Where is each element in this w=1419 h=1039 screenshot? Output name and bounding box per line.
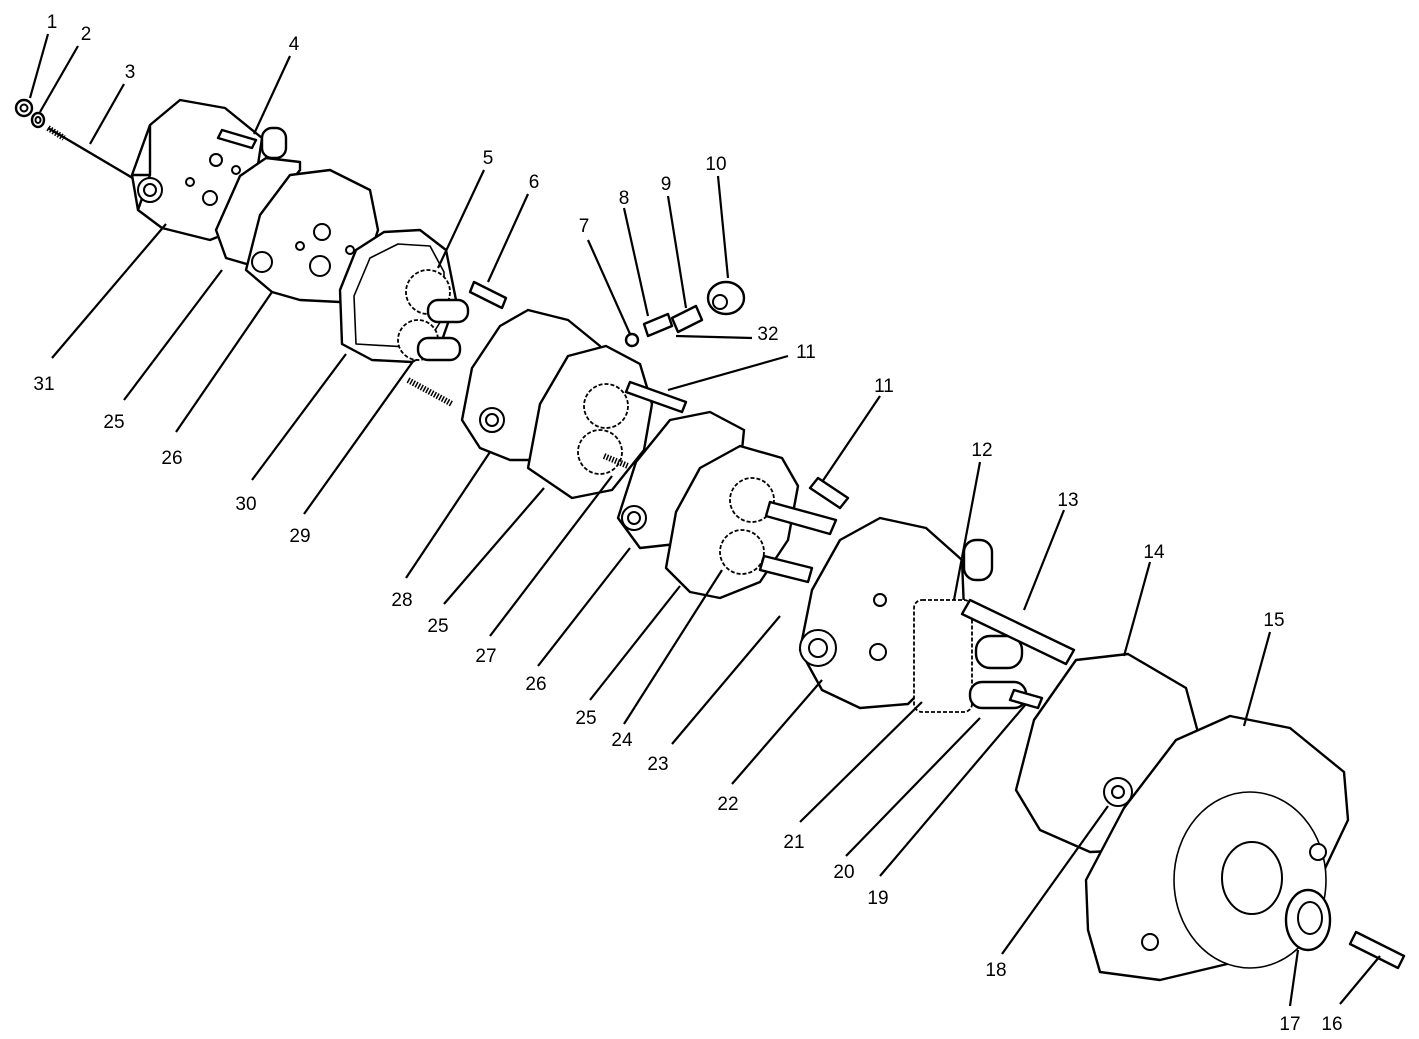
callout-22: 22	[717, 794, 738, 815]
part-key	[1348, 930, 1406, 970]
callout-13: 13	[1057, 490, 1078, 511]
leader-15	[1242, 631, 1272, 727]
callout-26-rear: 26	[525, 674, 546, 695]
callout-16: 16	[1321, 1014, 1342, 1035]
leader-3	[89, 83, 125, 145]
callout-4: 4	[289, 34, 300, 55]
callout-28: 28	[391, 590, 412, 611]
leader-25b	[443, 487, 545, 605]
callout-9: 9	[661, 174, 672, 195]
leader-11b	[821, 395, 881, 483]
part-front-cover-assembly	[130, 98, 380, 304]
part-relief-valve	[624, 280, 746, 348]
leader-24	[623, 569, 723, 725]
leader-30	[251, 353, 347, 481]
leader-26b	[537, 547, 631, 667]
part-middle-section	[460, 308, 688, 500]
callout-25-rear: 25	[575, 708, 596, 729]
part-washer	[30, 111, 46, 129]
callout-30: 30	[235, 494, 256, 515]
leader-5	[437, 169, 485, 269]
leader-18	[1001, 805, 1109, 955]
part-long-bolt	[46, 125, 137, 182]
callout-12: 12	[971, 440, 992, 461]
callout-2: 2	[81, 24, 92, 45]
leader-1	[28, 33, 50, 99]
leader-12	[952, 461, 982, 601]
part-dowel-pin	[468, 280, 508, 310]
callout-31: 31	[33, 374, 54, 395]
leader-27	[489, 475, 613, 637]
part-seal	[1284, 888, 1332, 952]
leader-26a	[175, 291, 273, 433]
callout-20: 20	[833, 862, 854, 883]
callout-23: 23	[647, 754, 668, 775]
leader-8	[622, 207, 650, 317]
leader-13	[1022, 509, 1066, 611]
part-rear-gear-housing	[798, 516, 1076, 713]
leader-2	[39, 45, 79, 113]
leader-7	[586, 239, 632, 335]
callout-26-front: 26	[161, 448, 182, 469]
callout-19: 19	[867, 888, 888, 909]
leader-lines	[28, 33, 1381, 1007]
leader-20	[845, 717, 981, 857]
leader-4	[253, 55, 291, 135]
callout-5: 5	[483, 148, 494, 169]
part-gear-housing-front	[338, 228, 470, 407]
callout-27: 27	[475, 646, 496, 667]
callout-32: 32	[757, 324, 778, 345]
leader-11a	[667, 354, 789, 392]
leader-10	[716, 175, 730, 279]
leader-14	[1122, 561, 1152, 657]
callout-25-front: 25	[103, 412, 124, 433]
callout-3: 3	[125, 62, 136, 83]
leader-19	[879, 703, 1027, 877]
callout-6: 6	[529, 172, 540, 193]
callout-21: 21	[783, 832, 804, 853]
leader-9	[666, 195, 688, 309]
callout-7: 7	[579, 216, 590, 237]
callout-10: 10	[705, 154, 726, 175]
callout-labels: 1 2 3 4 5 6 7 8 9 10 11 11 12 13 14 15 1…	[33, 12, 1342, 1035]
leader-23	[671, 615, 781, 745]
callout-25-middle: 25	[427, 616, 448, 637]
leader-21	[799, 701, 923, 823]
callout-24: 24	[611, 730, 633, 751]
part-nut	[14, 98, 34, 118]
callout-1: 1	[47, 12, 58, 33]
callout-11-lower: 11	[874, 376, 894, 397]
leader-6	[486, 193, 530, 283]
callout-17: 17	[1279, 1014, 1300, 1035]
leader-25c	[589, 585, 681, 701]
leader-28	[405, 451, 491, 579]
part-second-gear-section	[616, 410, 850, 600]
leader-32	[675, 334, 753, 340]
callout-15: 15	[1263, 610, 1284, 631]
leader-29	[303, 359, 415, 515]
leader-22	[731, 679, 823, 785]
leader-17	[1288, 949, 1300, 1007]
callout-29: 29	[289, 526, 310, 547]
callout-8: 8	[619, 188, 630, 209]
callout-18: 18	[985, 960, 1006, 981]
leader-25a	[123, 269, 223, 401]
callout-14: 14	[1143, 542, 1165, 563]
callout-11-upper: 11	[796, 342, 816, 363]
leader-16	[1339, 955, 1381, 1005]
leader-31	[51, 223, 167, 359]
parts-artwork	[14, 98, 1406, 982]
